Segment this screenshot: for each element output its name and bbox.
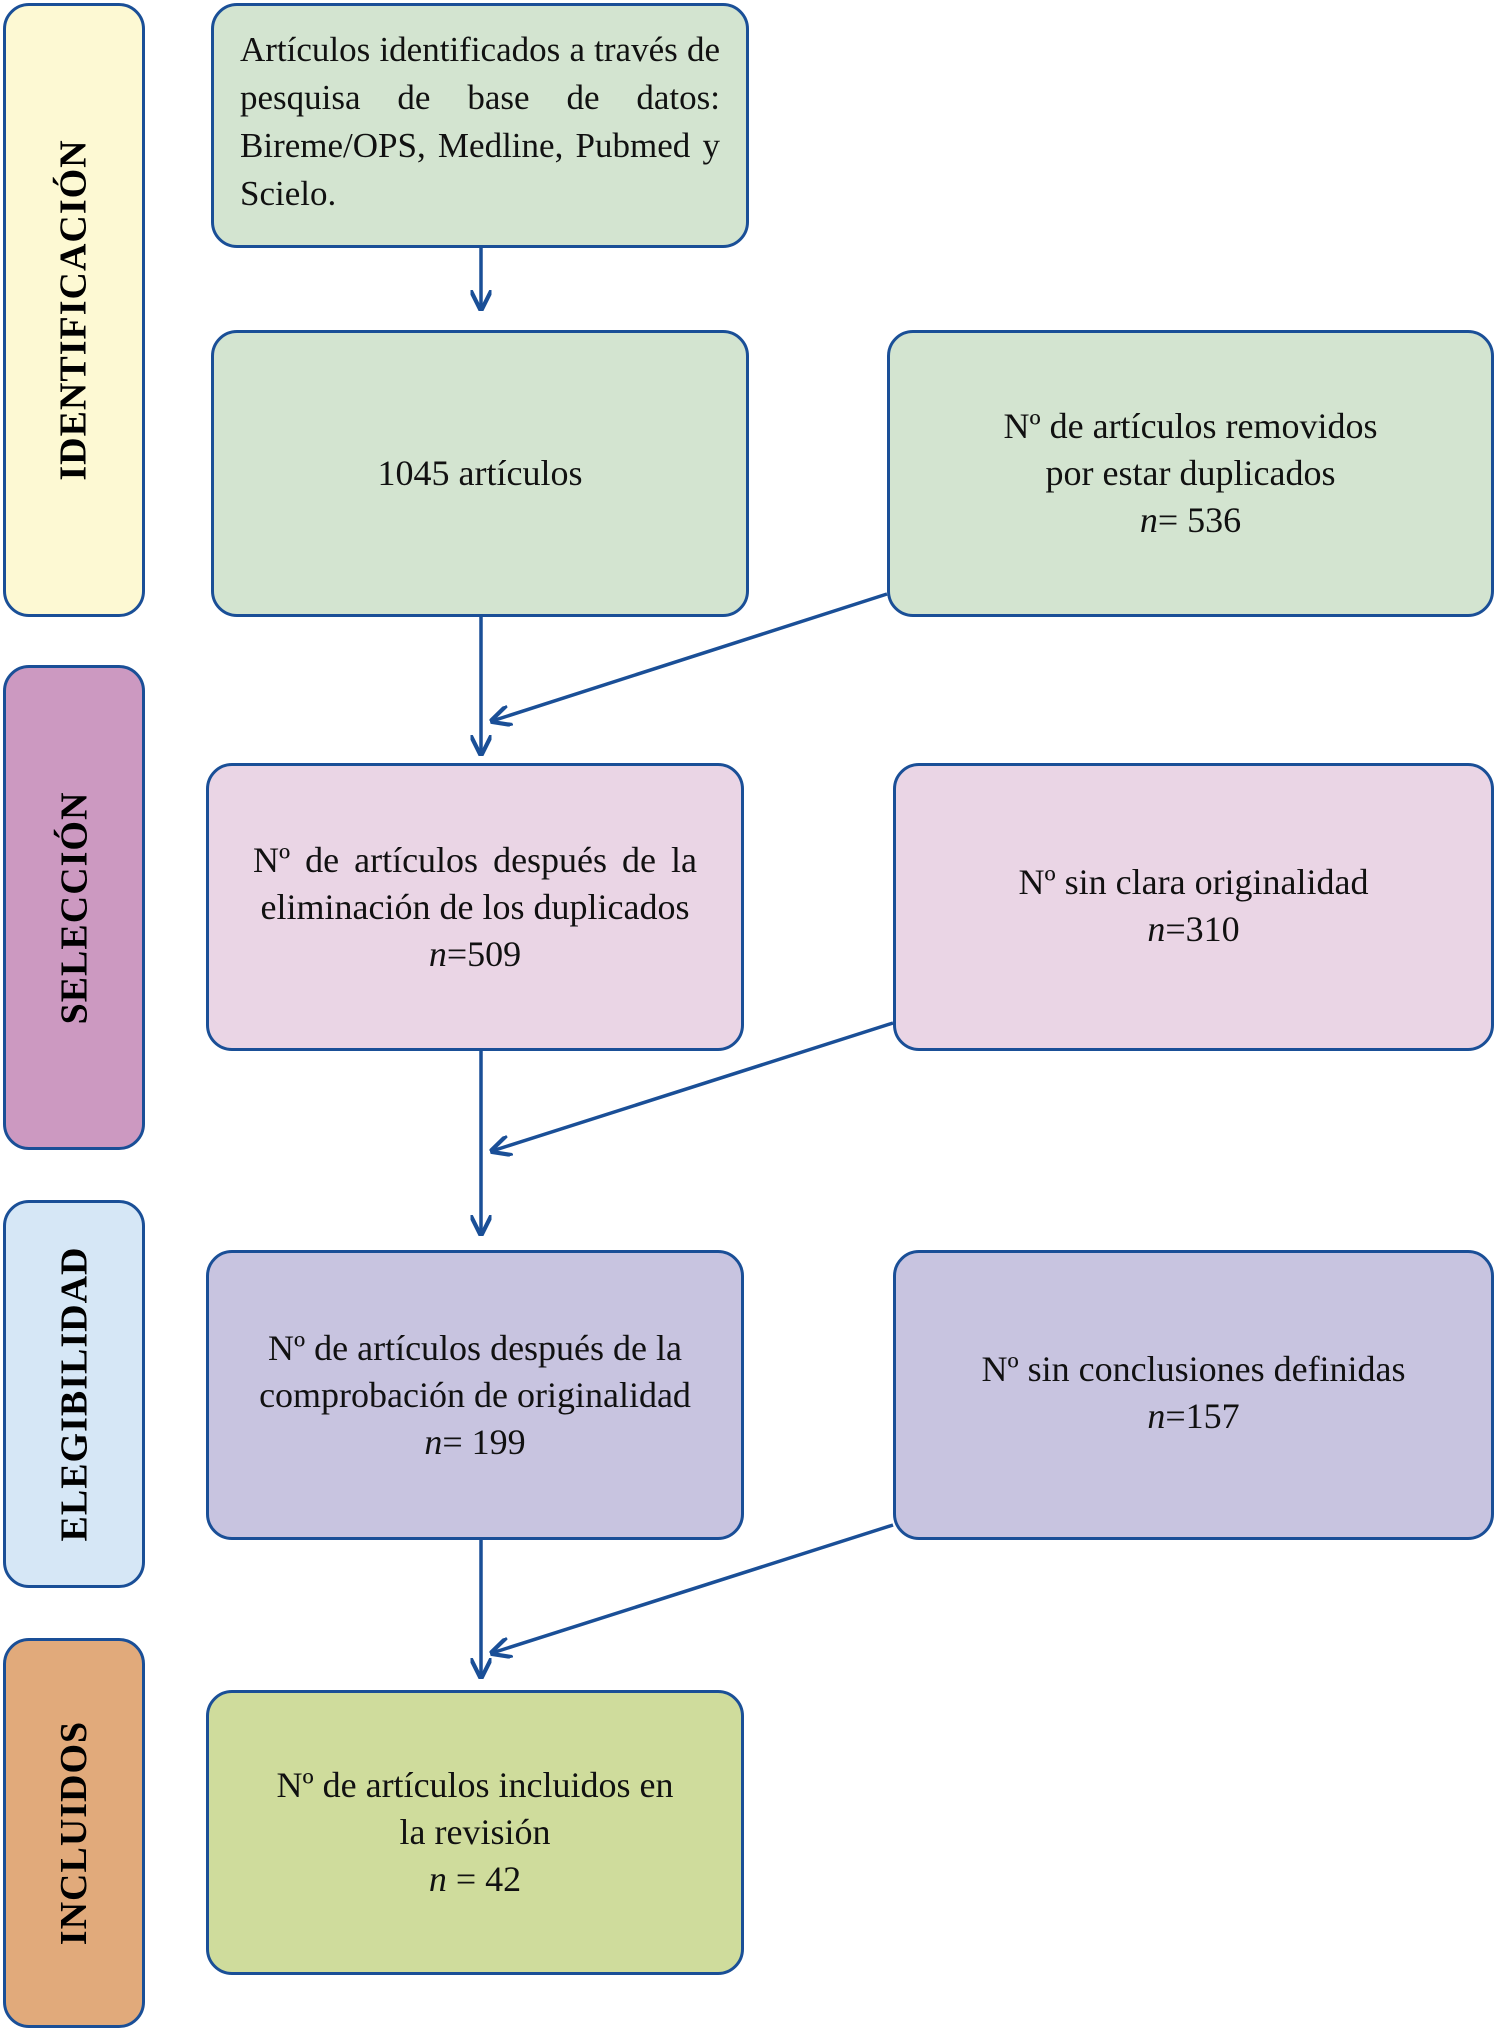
box-line: Nº de artículos después de la: [267, 1327, 683, 1368]
box-line: Nº sin clara originalidad: [1018, 862, 1369, 902]
box-line: por estar duplicados: [1045, 453, 1336, 493]
box-line: Nº sin conclusiones definidas: [981, 1349, 1406, 1389]
box-count: n=509: [428, 933, 522, 974]
stage-elegibilidad: ELEGIBILIDAD: [3, 1200, 145, 1588]
arrow-no-conclusions: [492, 1523, 894, 1653]
box-count: n= 536: [1139, 500, 1242, 540]
stage-seleccion: SELECCIÓN: [3, 665, 145, 1150]
box-after-originality: Nº de artículos después de la comprobaci…: [206, 1250, 744, 1540]
arrow-duplicates-removed: [492, 592, 888, 721]
box-line: eliminación de los duplicados: [260, 886, 690, 927]
box-no-conclusions: Nº sin conclusiones definidas n=157: [893, 1250, 1494, 1540]
arrow-no-originality: [492, 1021, 894, 1151]
box-no-originality: Nº sin clara originalidad n=310: [893, 763, 1494, 1051]
box-count: n=157: [1147, 1396, 1240, 1436]
box-after-duplicates: Nº de artículos después de la eliminació…: [206, 763, 744, 1051]
box-search-text: Artículos identificados a través de pesq…: [240, 30, 720, 213]
box-line: la revisión: [399, 1812, 551, 1852]
box-line: comprobación de originalidad: [259, 1374, 691, 1415]
box-search: Artículos identificados a través de pesq…: [211, 3, 749, 248]
box-duplicates-removed: Nº de artículos removidos por estar dupl…: [887, 330, 1494, 617]
box-identified: 1045 artículos: [211, 330, 749, 617]
box-count: n= 199: [424, 1421, 526, 1462]
box-line: Nº de artículos incluidos en: [276, 1765, 674, 1805]
stage-identificacion: IDENTIFICACIÓN: [3, 3, 145, 617]
box-count: n = 42: [428, 1859, 522, 1899]
box-count: n=310: [1147, 909, 1240, 949]
box-included: Nº de artículos incluidos en la revisión…: [206, 1690, 744, 1975]
box-line: Nº de artículos después de la: [252, 839, 698, 880]
box-identified-text: 1045 artículos: [377, 453, 583, 493]
box-line: Nº de artículos removidos: [1003, 406, 1378, 446]
stage-incluidos: INCLUIDOS: [3, 1638, 145, 2028]
